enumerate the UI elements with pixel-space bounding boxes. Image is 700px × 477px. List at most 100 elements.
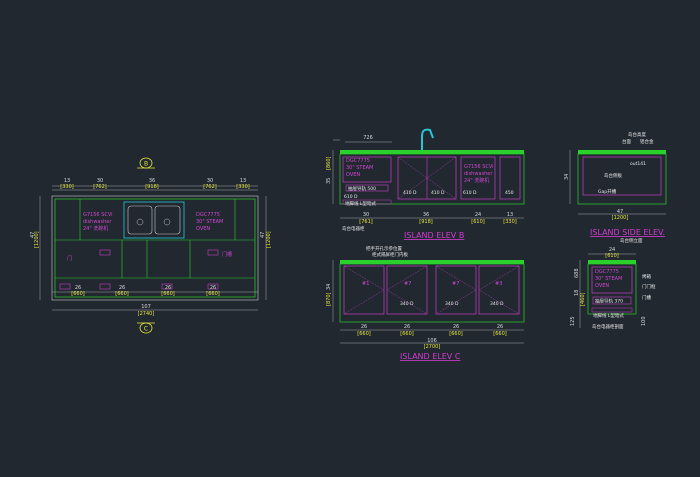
marker-c-label: C (144, 326, 148, 333)
dishwasher-size: 24" 洗碗机 (83, 225, 108, 232)
inner-dim: 450 (505, 190, 514, 196)
side-elevation-title: ISLAND SIDE ELEV. (590, 228, 665, 237)
left-dim: 34 (326, 284, 332, 290)
total-dim-mm: [2740] (138, 311, 155, 317)
dim-text: 26 (404, 324, 410, 330)
side-dim: 47 (617, 209, 623, 215)
oven-name: OVEN (346, 172, 360, 178)
dim-text: [918] (419, 219, 432, 225)
dim-text: 26 (361, 324, 367, 330)
door-label: #7 (404, 281, 411, 287)
dim-text: [330] (503, 219, 516, 225)
total-dim: 107 (141, 304, 151, 310)
small-label: 门槽 (222, 251, 232, 258)
left-dim: 125 (570, 316, 576, 326)
oven-model: DGC7775 (196, 212, 220, 218)
plan-top-dimensions: 13 [330] 30 [762] 36 [918] 30 [762] 13 [… (60, 178, 249, 190)
inner-dim: 410 D (403, 190, 417, 196)
dim-text: 30 (97, 178, 103, 184)
inner-dim: 340 D (400, 301, 414, 307)
handle-icon (161, 283, 173, 290)
left-dim: 35 (326, 178, 332, 184)
dim-text: [762] (93, 184, 106, 190)
dim-text: 36 (149, 178, 155, 184)
oven-label: DGC7775 30" STEAM OVEN (196, 212, 223, 232)
dim-text: 726 (363, 135, 373, 141)
dim-text: [610] (605, 253, 618, 259)
inner-dim: 610 D (344, 194, 358, 200)
dim-text: [660] (357, 331, 370, 337)
left-dim: [870] (326, 293, 332, 306)
dishwasher-model: G7156 SCVi (464, 164, 494, 170)
elevation-d: 24 [610] DGC7775 30" STEAM OVEN 抽屉导轨 370… (570, 247, 656, 330)
dim-text: 26 (497, 324, 503, 330)
dim-text: [330] (236, 184, 249, 190)
elev-d-note: 岛台电器柜剖面 (592, 323, 624, 330)
dim-text: 13 (64, 178, 70, 184)
oven-type: 30" STEAM (346, 165, 373, 171)
drawer-label: 抽屉导轨 370 (595, 298, 623, 305)
handle-icon (99, 249, 111, 256)
elevation-c: 把手开孔示参位置 柜式隔屏柜门内板 #1 #7 #7 #3 340 D 340 … (326, 245, 525, 361)
dim-text: 26 (119, 285, 125, 291)
right-dim-mm: [1200] (266, 231, 272, 248)
right-note: 门槽 (642, 294, 651, 301)
dim-text: [660] (71, 291, 84, 297)
side-dim-mm: [1200] (612, 215, 629, 221)
total-dim-mm: [2700] (424, 344, 441, 350)
dim-text: 24 (609, 247, 615, 253)
dim-text: 26 (210, 285, 216, 291)
handle-icon (207, 283, 219, 290)
faucet-icon (421, 128, 434, 150)
plan-bottom-dimensions: 26 [660] 26 [660] 26 [660] 26 [660] (71, 285, 219, 297)
handle-icon (99, 283, 111, 290)
left-dim-mm: [1200] (34, 231, 40, 248)
section-marker-c[interactable]: C (137, 322, 155, 334)
right-note: 门门框 (642, 283, 656, 290)
dim-text: 13 (240, 178, 246, 184)
section-marker-b[interactable]: B (137, 157, 155, 169)
oven-model: DGC7775 (595, 269, 619, 275)
elevation-b: 726 DGC7775 30" STEAM OVEN 抽屉导轨 500 G715… (326, 128, 525, 240)
dim-text: 24 (475, 212, 481, 218)
side-sub: 岛台侧立面 (620, 237, 643, 244)
left-dim: [460] (580, 293, 586, 306)
sink (123, 201, 185, 239)
side-top-small: out141 (630, 161, 646, 167)
dim-text: 26 (75, 285, 81, 291)
dim-text: [330] (60, 184, 73, 190)
left-dim: 688 (574, 268, 580, 278)
inner-dim: 410 D (431, 190, 445, 196)
dishwasher-label: G7156 SCVi dishwasher 24" 洗碗机 (83, 212, 113, 232)
dim-text: 30 (363, 212, 369, 218)
dim-text: 26 (453, 324, 459, 330)
dim-text: 30 (207, 178, 213, 184)
side-elevation: 岛台高度 台面 铝合金 out141 岛台侧板 Gap开槽 34 47 [120… (564, 131, 667, 244)
dim-text: [762] (203, 184, 216, 190)
side-panel-label: Gap开槽 (598, 188, 617, 195)
base-label: 地脚线 L型暗式 (345, 200, 376, 207)
dishwasher-model: G7156 SCVi (83, 212, 113, 218)
door-label: #1 (362, 281, 369, 287)
elev-c-note: 柜式隔屏柜门内板 (372, 251, 408, 258)
elevation-c-title: ISLAND ELEV C (400, 352, 461, 361)
left-dim: 47 (30, 232, 36, 238)
oven-model: DGC7775 (346, 158, 370, 164)
elevation-b-title: ISLAND ELEV B (404, 231, 464, 240)
side-left-dim: 34 (564, 174, 570, 180)
total-dim: 106 (427, 338, 437, 344)
dishwasher-size: 24" 洗碗机 (464, 177, 489, 184)
inner-dim: 340 D (490, 301, 504, 307)
dim-text: [610] (471, 219, 484, 225)
door-label: #3 (495, 281, 502, 287)
dim-text: [660] (115, 291, 128, 297)
inner-dim: 610 D (463, 190, 477, 196)
dim-text: [918] (145, 184, 158, 190)
oven-name: OVEN (595, 283, 609, 289)
side-note: 铝合金 (640, 138, 654, 145)
elev-b-note: 岛台电器柜 (342, 225, 365, 232)
dim-text: [660] (493, 331, 506, 337)
dim-text: [660] (161, 291, 174, 297)
marker-b-label: B (144, 161, 148, 168)
